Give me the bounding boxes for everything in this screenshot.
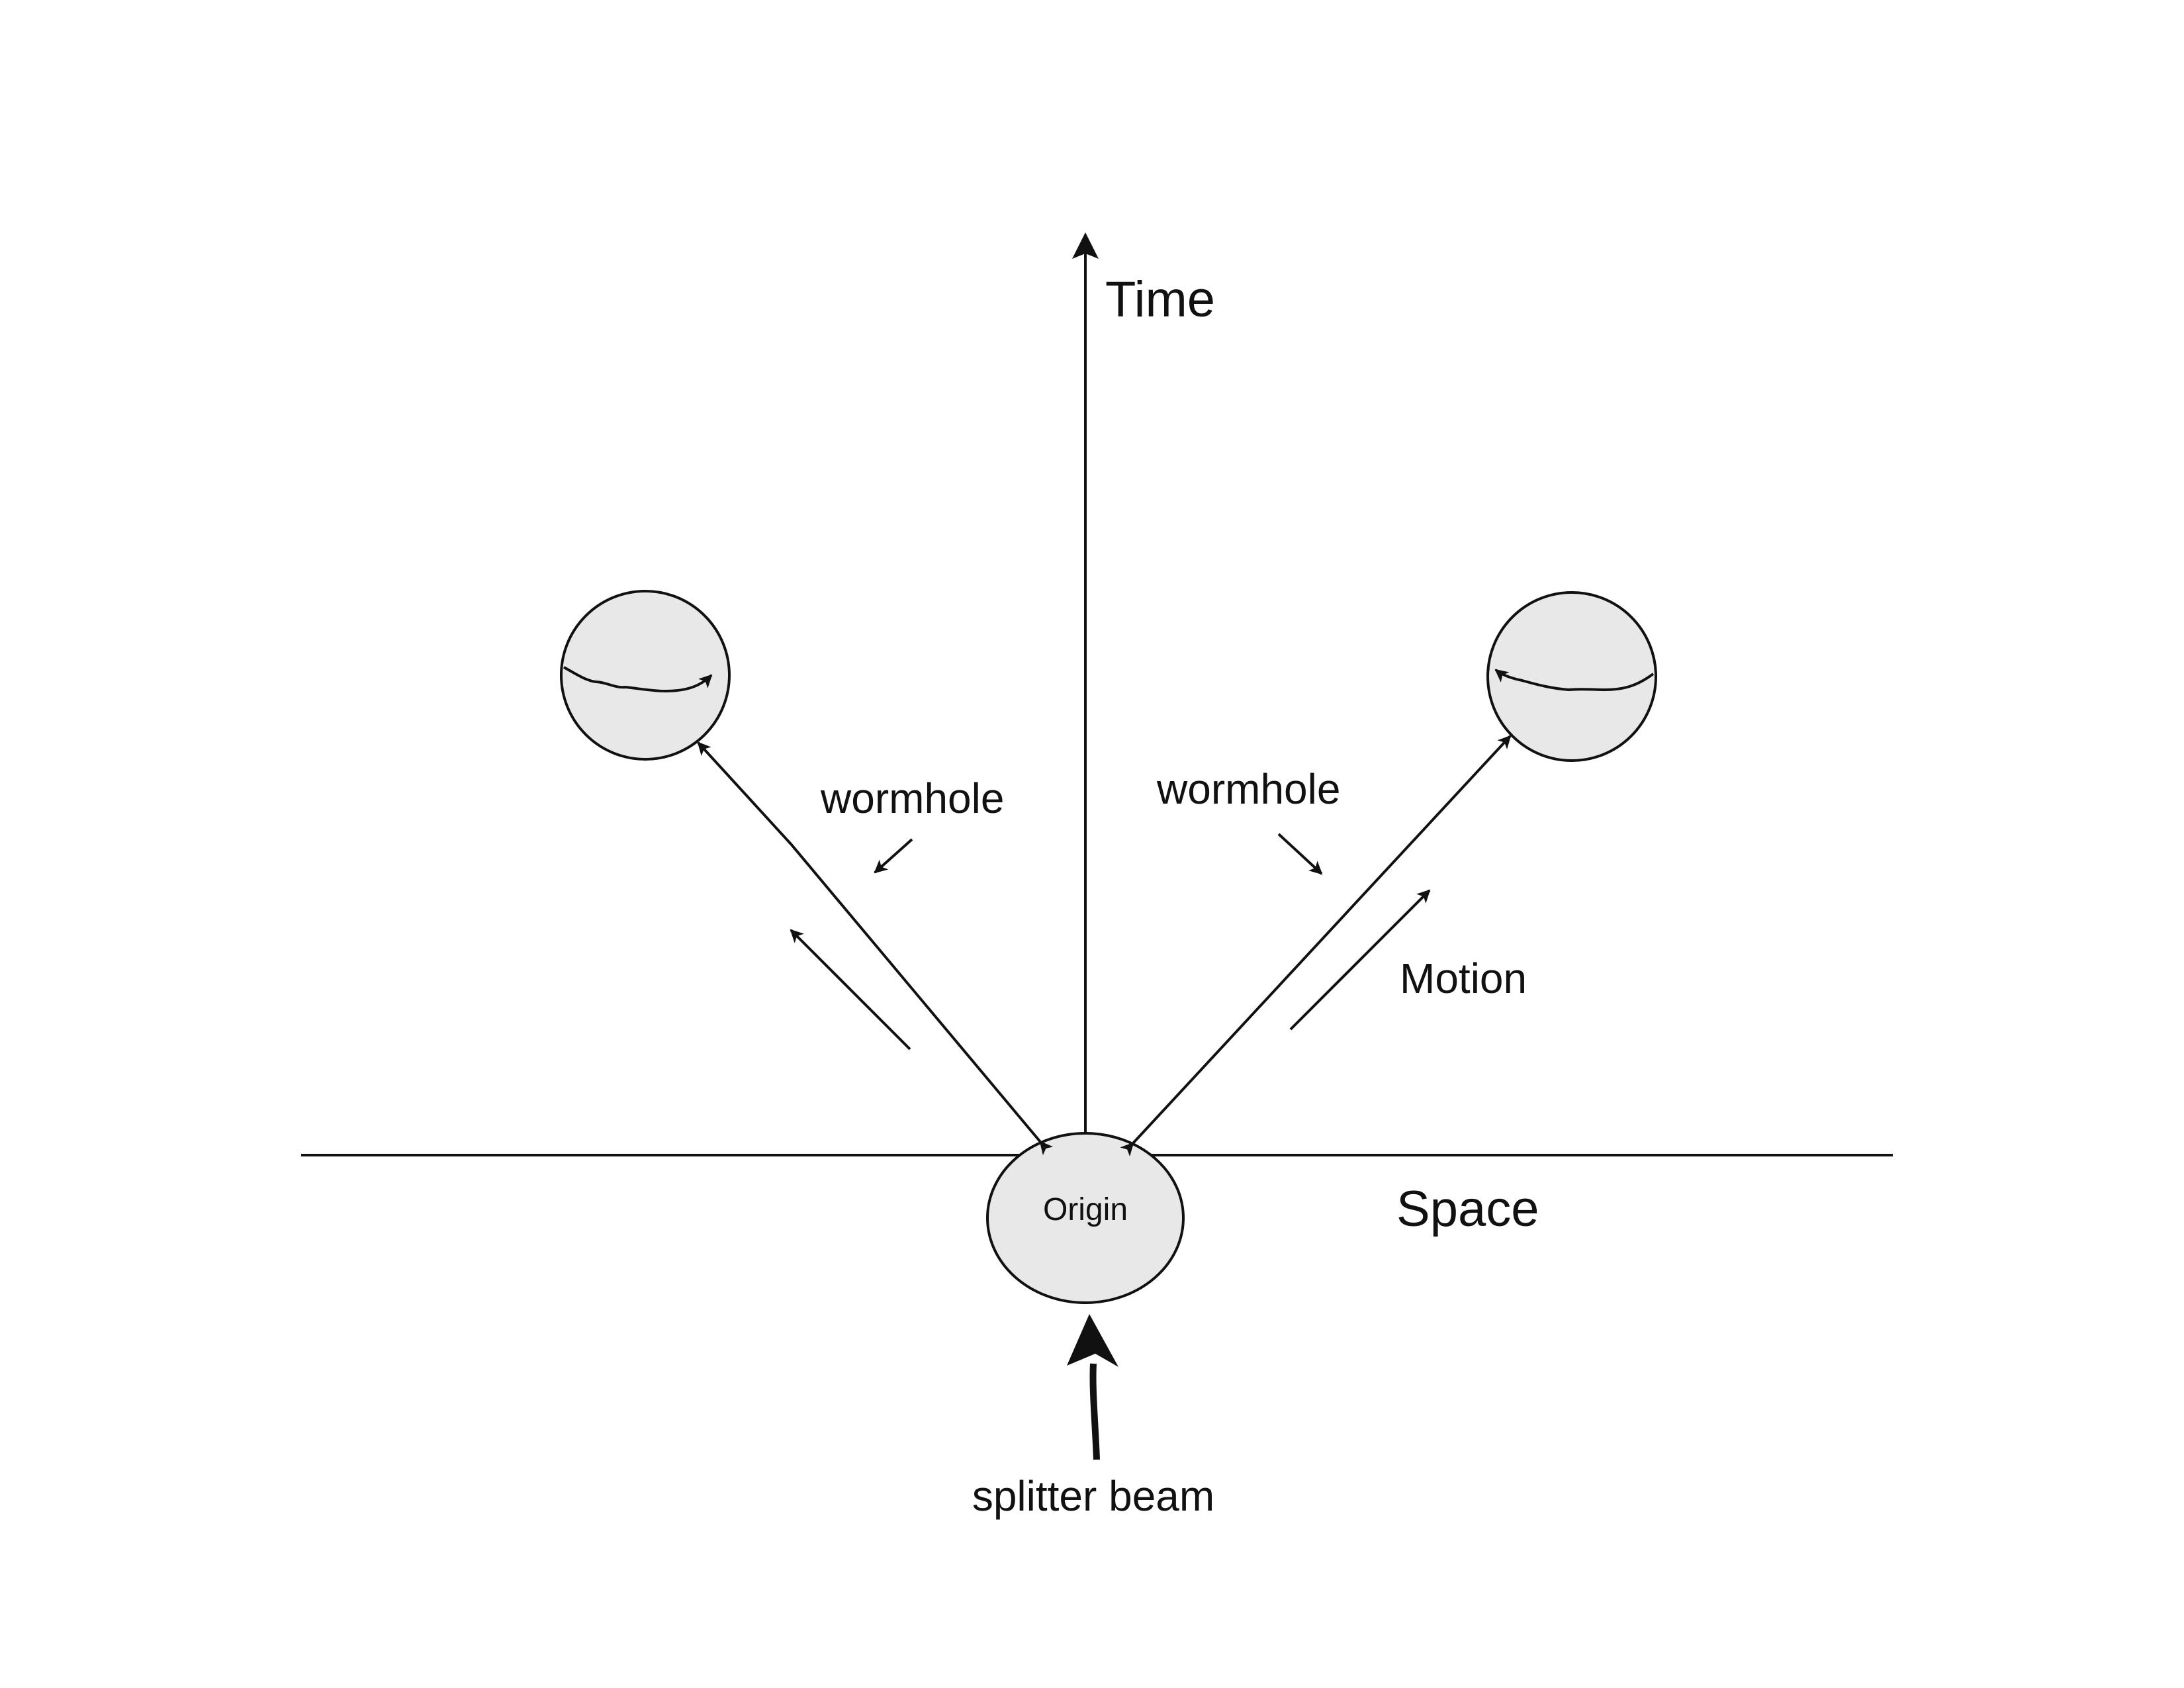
right-wormhole-pointer [1277, 833, 1323, 875]
splitter-beam-arrowhead [1067, 1314, 1118, 1367]
right-wormhole-label: wormhole [1156, 765, 1340, 813]
origin-label: Origin [1043, 1192, 1128, 1227]
time-axis-label: Time [1105, 271, 1215, 328]
left-worldline-arrow [697, 741, 1054, 1156]
left-motion-arrow [790, 929, 911, 1051]
right-worldline-arrow [1120, 735, 1512, 1156]
left-wormhole-pointer [874, 838, 913, 874]
origin-bubble [986, 1132, 1185, 1304]
right-motion-arrow [1289, 889, 1431, 1031]
left-wormhole-label: wormhole [820, 774, 1004, 822]
motion-label: Motion [1400, 955, 1527, 1002]
right-universe-bubble [1486, 591, 1657, 762]
splitter-beam-label: splitter beam [972, 1472, 1214, 1520]
space-axis-label: Space [1396, 1181, 1539, 1237]
left-universe-bubble [560, 590, 731, 761]
left-bubble-wavy-arrow [563, 666, 713, 693]
right-bubble-wavy-arrow [1494, 669, 1655, 692]
splitter-beam-arrow [1089, 1363, 1100, 1460]
